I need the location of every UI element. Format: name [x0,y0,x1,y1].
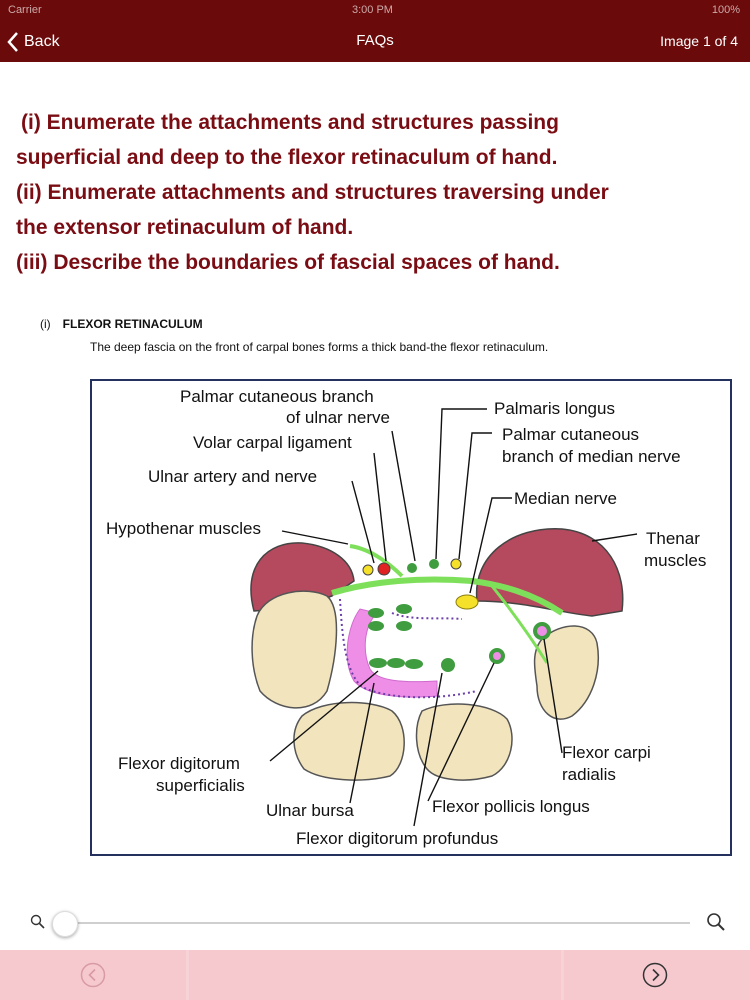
label-palmar-cut-ulnar-2: of ulnar nerve [286,408,390,427]
question-line: the extensor retinaculum of hand. [16,216,354,239]
ulnar-nerve-dot [362,564,374,576]
tendon [396,604,412,614]
cutaneous-nerve-dot [450,558,462,570]
question-line: superficial and deep to the flexor retin… [16,146,558,169]
label-fds-2: superficialis [156,776,245,795]
label-fdp: Flexor digitorum profundus [296,829,499,848]
median-nerve-shape [455,594,479,610]
zoom-out-icon[interactable] [30,914,46,930]
label-ulnar-artery-nerve: Ulnar artery and nerve [148,467,318,486]
label-palmaris-longus: Palmaris longus [494,399,615,418]
zoom-in-icon[interactable] [706,912,726,932]
next-icon[interactable] [642,962,668,988]
nerve-branch [490,585,549,664]
battery-text: 100% [711,4,740,16]
status-time: 3:00 PM [352,4,393,16]
carpal-bone [533,625,599,720]
anatomy-figure: Palmar cutaneous branch of ulnar nerve V… [90,379,732,856]
label-hypothenar-muscles: Hypothenar muscles [106,519,261,538]
tendon [405,659,423,669]
thenar-muscle-shape [475,528,624,617]
back-label: Back [24,33,60,50]
zoom-slider-row [0,902,750,942]
question-text: (i) Enumerate the attachments and struct… [16,105,736,280]
carpal-tunnel-outline [339,598,478,699]
section-number: (i) [40,317,51,331]
carpal-bone [251,590,338,709]
section-title: FLEXOR RETINACULUM [62,317,203,331]
bottom-toolbar [0,950,750,1000]
tendon [368,608,384,618]
nerve-branch [349,544,404,578]
label-thenar-muscles: muscles [644,551,707,570]
section-heading: (i) FLEXOR RETINACULUM [40,317,203,331]
label-palmar-cut-median: Palmar cutaneous [502,425,640,444]
next-cell [564,950,750,1000]
label-fpl: Flexor pollicis longus [432,797,590,816]
previous-icon[interactable] [80,962,106,988]
flexor-retinaculum-diagram [250,408,638,827]
label-ulnar-bursa: Ulnar bursa [266,801,354,820]
carpal-bone [415,703,513,781]
tendon [396,621,412,631]
status-bar: Carrier 3:00 PM 100% [0,0,750,22]
ulnar-bursa-shape [346,608,438,698]
flexor-retinaculum-band [331,576,564,616]
zoom-slider-thumb[interactable] [52,911,78,937]
zoom-slider-track[interactable] [64,922,690,924]
prev-cell [0,950,186,1000]
carpal-bone [293,701,405,781]
tendon [387,658,405,668]
label-palmar-cut-ulnar: Palmar cutaneous branch [180,387,374,406]
palmaris-tendon-dot [407,563,417,573]
carrier-text: Carrier [8,4,42,16]
question-line: (i) Enumerate the attachments and struct… [21,111,559,134]
back-button[interactable]: Back [6,28,60,56]
question-line: (iii) Describe the boundaries of fascial… [16,251,560,274]
label-fds: Flexor digitorum [118,754,240,773]
label-thenar: Thenar [646,529,700,548]
section-text: The deep fascia on the front of carpal b… [90,340,549,354]
tendon [368,621,384,631]
nav-bar: Back FAQs Image 1 of 4 [0,22,750,62]
ulnar-artery-dot [377,562,391,576]
label-volar-carpal-ligament: Volar carpal ligament [193,433,352,452]
page-title: FAQs [356,32,394,49]
carpal-tunnel-outline [391,612,463,620]
question-line: (ii) Enumerate attachments and structure… [16,181,609,204]
label-palmar-cut-median-2: branch of median nerve [502,447,681,466]
toolbar-spacer [189,950,561,1000]
label-fcr-2: radialis [562,765,616,784]
fcr-tendon [533,622,551,640]
tendon [441,658,455,672]
cutaneous-nerve-dot [429,559,439,569]
fpl-tendon [489,648,505,664]
image-counter: Image 1 of 4 [660,33,738,49]
label-median-nerve: Median nerve [514,489,618,508]
tendon [369,658,387,668]
label-fcr: Flexor carpi [562,743,651,762]
chevron-left-icon [7,32,18,52]
